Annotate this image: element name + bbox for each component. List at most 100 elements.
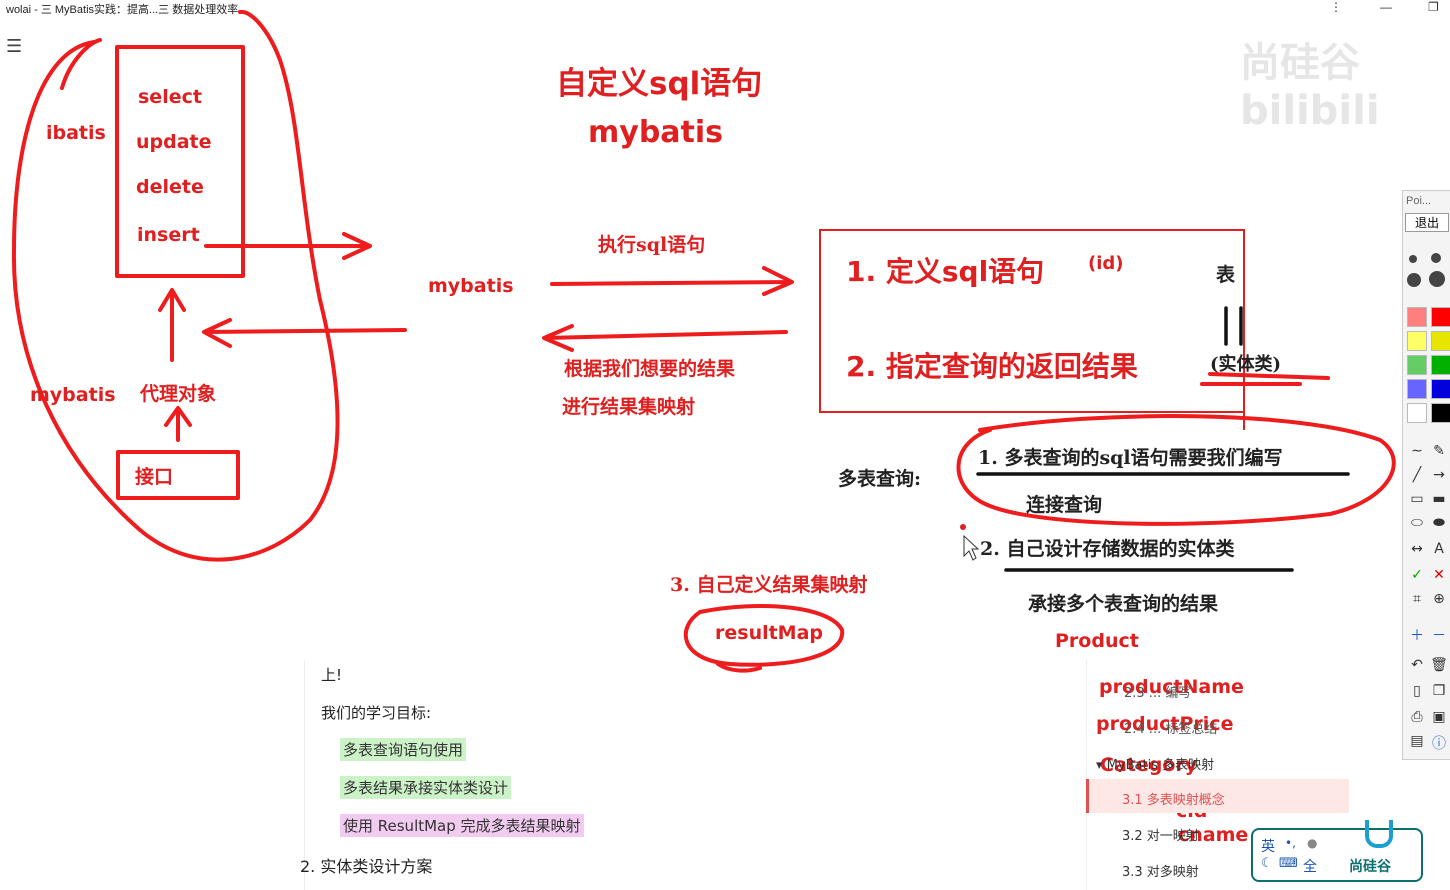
minus-icon[interactable]: － (1432, 628, 1446, 644)
goal-item-3[interactable]: 使用 ResultMap 完成多表结果映射 (340, 814, 584, 837)
new-page-icon[interactable]: ▯ (1413, 683, 1421, 699)
small-pen-icon[interactable] (1409, 255, 1417, 263)
medium-pen-icon[interactable] (1431, 253, 1441, 263)
toc-active-row[interactable] (1086, 779, 1349, 813)
page-title: 自定义sql语句 (556, 66, 763, 102)
multi-item-1: 1. 多表查询的sql语句需要我们编写 (978, 447, 1283, 469)
keyboard-icon[interactable]: ⌨ (1279, 856, 1298, 871)
multi-loop-stroke (956, 414, 1396, 526)
field-category: Category (1100, 754, 1198, 776)
toc-item-3-1[interactable]: 3.1 多表映射概念 (1122, 793, 1225, 808)
plus-icon[interactable]: ＋ (1410, 628, 1424, 644)
toc-item-3-2[interactable]: 3.2 对一映射 (1122, 829, 1199, 844)
double-arrow-icon[interactable]: ↔ (1411, 541, 1423, 557)
entity-underline (1208, 372, 1330, 380)
text-icon[interactable]: A (1434, 541, 1444, 557)
more-icon[interactable]: ⋮ (1330, 0, 1342, 14)
minimize-button[interactable]: — (1380, 0, 1392, 14)
ime-punct[interactable]: •, (1285, 836, 1296, 850)
color-swatch[interactable] (1407, 355, 1427, 375)
color-swatch[interactable] (1407, 331, 1427, 351)
goal-2-text: 多表结果承接实体类设计 (340, 776, 512, 799)
table-label: 表 (1216, 264, 1236, 286)
freehand-icon[interactable]: ∼ (1411, 443, 1423, 459)
goal-1-text: 多表查询语句使用 (340, 738, 467, 761)
brand-logo-icon (1365, 820, 1393, 848)
info-icon[interactable]: ⓘ (1432, 736, 1446, 752)
window-title: wolai - 三 MyBatis实践：提高...三 数据处理效率 (6, 4, 239, 16)
interface-box (116, 450, 240, 500)
doc-divider (304, 660, 305, 890)
annotation-toolbox: Poi... 退出 ∼ ✎ ╱ → ▭ ▬ ⬭ ⬬ ↔ A ✓ ✕ ⌗ ⊕ ＋ … (1402, 190, 1450, 760)
toc-item-a[interactable]: 2.3 ... 编写 (1124, 686, 1192, 701)
ime-lang[interactable]: 英 (1261, 839, 1275, 855)
toc-group[interactable]: ▾ MyBatis 多表映射 (1096, 754, 1214, 773)
toc-item-b[interactable]: 2.4 ... 标签总结 (1124, 722, 1218, 737)
exit-button[interactable]: 退出 (1405, 213, 1449, 232)
user-icon[interactable]: ● (1307, 836, 1318, 850)
cursor-dot (960, 524, 966, 530)
arrow-icon[interactable]: → (1433, 467, 1445, 483)
save-icon[interactable]: ▣ (1432, 709, 1446, 725)
proxy-label: 代理对象 (140, 383, 217, 405)
resultmap-tail-stroke (716, 662, 762, 673)
chevron-down-icon[interactable]: ▾ (1096, 758, 1107, 773)
resultmap-label: resultMap (715, 622, 824, 644)
color-swatch[interactable] (1407, 379, 1427, 399)
menu-icon[interactable]: ☰ (6, 36, 23, 57)
mybatis-left-label: mybatis (30, 384, 116, 406)
filled-ellipse-icon[interactable]: ⬬ (1433, 515, 1445, 531)
interface-label: 接口 (135, 466, 174, 488)
zoom-icon[interactable]: ⊕ (1433, 591, 1445, 607)
multi-item-3: 3. 自己定义结果集映射 (670, 574, 868, 596)
color-swatch[interactable] (1407, 307, 1427, 327)
toc-group-label: MyBatis 多表映射 (1106, 758, 1215, 773)
moon-icon[interactable]: ☾ (1261, 856, 1273, 871)
filled-rectangle-icon[interactable]: ▬ (1432, 491, 1446, 507)
color-swatch[interactable] (1431, 379, 1450, 399)
color-swatch[interactable] (1407, 403, 1427, 423)
section-2-heading[interactable]: 2. 实体类设计方案 (300, 857, 433, 876)
step1-label: 1. 定义sql语句 (846, 255, 1045, 288)
cross-icon[interactable]: ✕ (1433, 567, 1445, 583)
color-swatch[interactable] (1431, 331, 1450, 351)
restore-button[interactable]: ❐ (1428, 0, 1439, 14)
goal-item-1[interactable]: 多表查询语句使用 (340, 738, 467, 761)
color-swatch[interactable] (1431, 307, 1450, 327)
large-pen-icon[interactable] (1407, 273, 1421, 287)
ellipse-icon[interactable]: ⬭ (1411, 515, 1423, 531)
print-icon[interactable]: ⎙ (1411, 709, 1423, 725)
screen-icon[interactable]: ▤ (1410, 733, 1424, 749)
line-icon[interactable]: ╱ (1412, 467, 1422, 483)
ime-badge[interactable]: 英 •, ● ☾ ⌨ 全 尚硅谷 (1251, 820, 1423, 882)
field-product: Product (1055, 630, 1139, 652)
toc-item-3-3[interactable]: 3.3 对多映射 (1122, 865, 1199, 880)
op-update: update (136, 131, 212, 153)
field-productprice: productPrice (1096, 713, 1234, 735)
color-swatch[interactable] (1431, 355, 1450, 375)
check-icon[interactable]: ✓ (1411, 567, 1423, 583)
doc-goal-heading: 我们的学习目标: (321, 704, 432, 722)
arrow-exec (550, 266, 794, 296)
ime-full[interactable]: 全 (1303, 859, 1317, 875)
mybatis-center-label: mybatis (428, 275, 514, 297)
goal-item-2[interactable]: 多表结果承接实体类设计 (340, 776, 512, 799)
rectangle-icon[interactable]: ▭ (1410, 491, 1424, 507)
arrow-from-mybatis (202, 318, 407, 348)
undo-icon[interactable]: ↶ (1411, 657, 1423, 673)
trash-icon[interactable]: 🗑 (1430, 657, 1448, 673)
highlighter-icon[interactable]: ✎ (1433, 443, 1445, 459)
map-line-2: 进行结果集映射 (562, 396, 696, 418)
mouse-cursor-icon (963, 534, 980, 561)
copy-icon[interactable]: ❐ (1432, 683, 1446, 699)
doc-line-1: 上! (321, 666, 343, 684)
op-select: select (138, 86, 202, 108)
color-swatch[interactable] (1431, 403, 1450, 423)
xlarge-pen-icon[interactable] (1429, 271, 1445, 287)
watermark-logo: 尚硅谷 bilibili (1240, 40, 1380, 134)
exec-sql-label: 执行sql语句 (598, 234, 706, 256)
crop-icon[interactable]: ⌗ (1413, 591, 1421, 607)
multi-label: 多表查询: (838, 468, 922, 490)
goal-3-text: 使用 ResultMap 完成多表结果映射 (340, 814, 584, 837)
